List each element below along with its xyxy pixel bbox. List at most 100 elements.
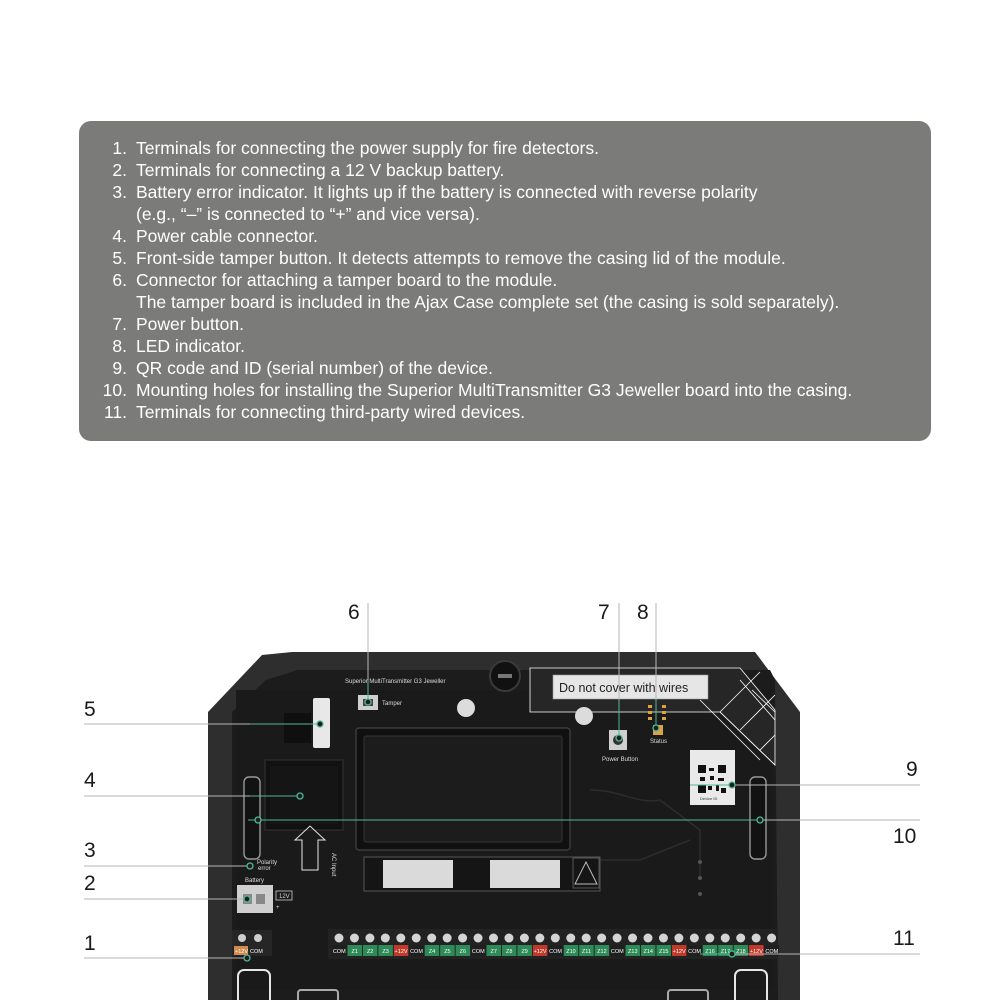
terminal-screw (705, 933, 715, 943)
terminal-block (718, 945, 733, 956)
terminal-label: Z6 (460, 949, 466, 955)
terminal-screw (427, 933, 437, 943)
terminal-block (733, 945, 749, 956)
terminal-screw (612, 933, 622, 943)
terminal-label: COM (611, 949, 624, 955)
legend-item-number: 10. (102, 380, 127, 400)
device-id-label: Device ID (700, 796, 717, 801)
terminal-block (548, 945, 563, 956)
terminal-screw (566, 933, 576, 943)
terminal-screw (597, 933, 607, 943)
callout-6: 6 (348, 601, 360, 624)
terminal-label: COM (688, 949, 701, 955)
ac-input-arrow (293, 825, 327, 871)
legend-item: 4.Power cable connector. (79, 225, 931, 247)
terminal-label: Z15 (659, 949, 668, 955)
terminal-screw (442, 933, 452, 943)
legend-item-text: Mounting holes for installing the Superi… (136, 380, 853, 400)
heat-warning-icon (574, 860, 598, 885)
terminal-screw (504, 933, 514, 943)
terminal-label: COM (765, 949, 778, 955)
legend-item-text: The tamper board is included in the Ajax… (136, 292, 840, 312)
terminal-label: Z9 (521, 949, 527, 955)
legend-item-text: Terminals for connecting third-party wir… (136, 402, 526, 422)
terminal-label: +12V (534, 949, 547, 955)
legend-item-text: Battery error indicator. It lights up if… (136, 182, 758, 202)
terminal-screw (674, 933, 684, 943)
terminal-block (563, 945, 579, 956)
terminal-screw (380, 933, 390, 943)
fire-terminal-label-1: COM (250, 949, 263, 955)
callout-lines (84, 603, 920, 959)
terminal-screw (396, 933, 406, 943)
terminal-block (610, 945, 625, 956)
terminal-screw (550, 933, 560, 943)
terminal-block (440, 945, 455, 956)
terminal-label: COM (410, 949, 423, 955)
terminal-block (501, 945, 517, 956)
status-label: Status (650, 739, 667, 745)
terminal-block (594, 945, 610, 956)
fire-terminal-block: +12V COM (232, 930, 272, 956)
legend-item: 10. Mounting holes for installing the Sup… (79, 379, 931, 401)
terminal-label: Z7 (491, 949, 497, 955)
terminal-block (702, 945, 718, 956)
terminal-block (486, 945, 501, 956)
terminal-label: Z5 (444, 949, 450, 955)
legend-item: 5.Front-side tamper button. It detects a… (79, 247, 931, 269)
power-button-label: Power Button (602, 757, 638, 763)
terminal-label: Z4 (429, 949, 435, 955)
terminal-screw (643, 933, 653, 943)
terminal-block (749, 945, 764, 956)
terminal-block (409, 945, 424, 956)
terminal-label: +12V (395, 949, 408, 955)
terminal-block (625, 945, 641, 956)
terminal-block (641, 945, 656, 956)
terminal-block (362, 945, 378, 956)
callout-9: 9 (906, 758, 918, 781)
terminal-screw (519, 933, 529, 943)
callout-7: 7 (598, 601, 610, 624)
terminal-screw (473, 933, 483, 943)
terminal-screw (535, 933, 545, 943)
terminal-block (687, 945, 702, 956)
legend-list: 1. Terminals for connecting the power sup… (79, 137, 931, 423)
terminal-label: Z17 (721, 949, 730, 955)
legend-item-text: LED indicator. (136, 336, 245, 356)
legend-item-number: 8. (112, 336, 127, 356)
tamper-label: Tamper (382, 701, 402, 707)
terminal-block (656, 945, 671, 956)
legend-item-number: 4. (112, 226, 127, 246)
terminal-block (424, 945, 440, 956)
legend-item-number: 1. (112, 138, 127, 158)
terminal-label: Z12 (597, 949, 606, 955)
terminal-block (393, 945, 409, 956)
terminal-block (579, 945, 594, 956)
battery-volt-label: 12V (279, 894, 290, 900)
terminal-block (332, 945, 347, 956)
qr-code-icon (698, 765, 726, 793)
terminal-screw (720, 933, 730, 943)
polarity-label-1: Polarity (257, 860, 277, 866)
legend-item: 2.Terminals for connecting a 12 V backup… (79, 159, 931, 181)
callout-1: 1 (84, 932, 96, 955)
terminal-screw (334, 933, 344, 943)
terminal-label: Z18 (736, 949, 745, 955)
legend-item-text: Terminals for connecting the power suppl… (136, 138, 599, 158)
polarity-label-2: error (258, 866, 271, 872)
callout-11: 11 (893, 927, 915, 950)
terminal-screw (767, 933, 777, 943)
terminal-label: Z13 (628, 949, 637, 955)
terminal-screw (349, 933, 359, 943)
warning-label-box (552, 674, 709, 700)
terminal-block (532, 945, 548, 956)
legend-item-text: (e.g., “–” is connected to “+” and vice … (136, 204, 480, 224)
legend-panel: 1. Terminals for connecting the power sup… (79, 121, 931, 441)
battery-plus-label: + (276, 905, 280, 911)
legend-item-text: QR code and ID (serial number) of the de… (136, 358, 493, 378)
terminal-label: Z14 (644, 949, 653, 955)
ac-input-label: AC Input (330, 853, 336, 877)
terminal-screw (411, 933, 421, 943)
legend-item: 1. Terminals for connecting the power sup… (79, 137, 931, 159)
